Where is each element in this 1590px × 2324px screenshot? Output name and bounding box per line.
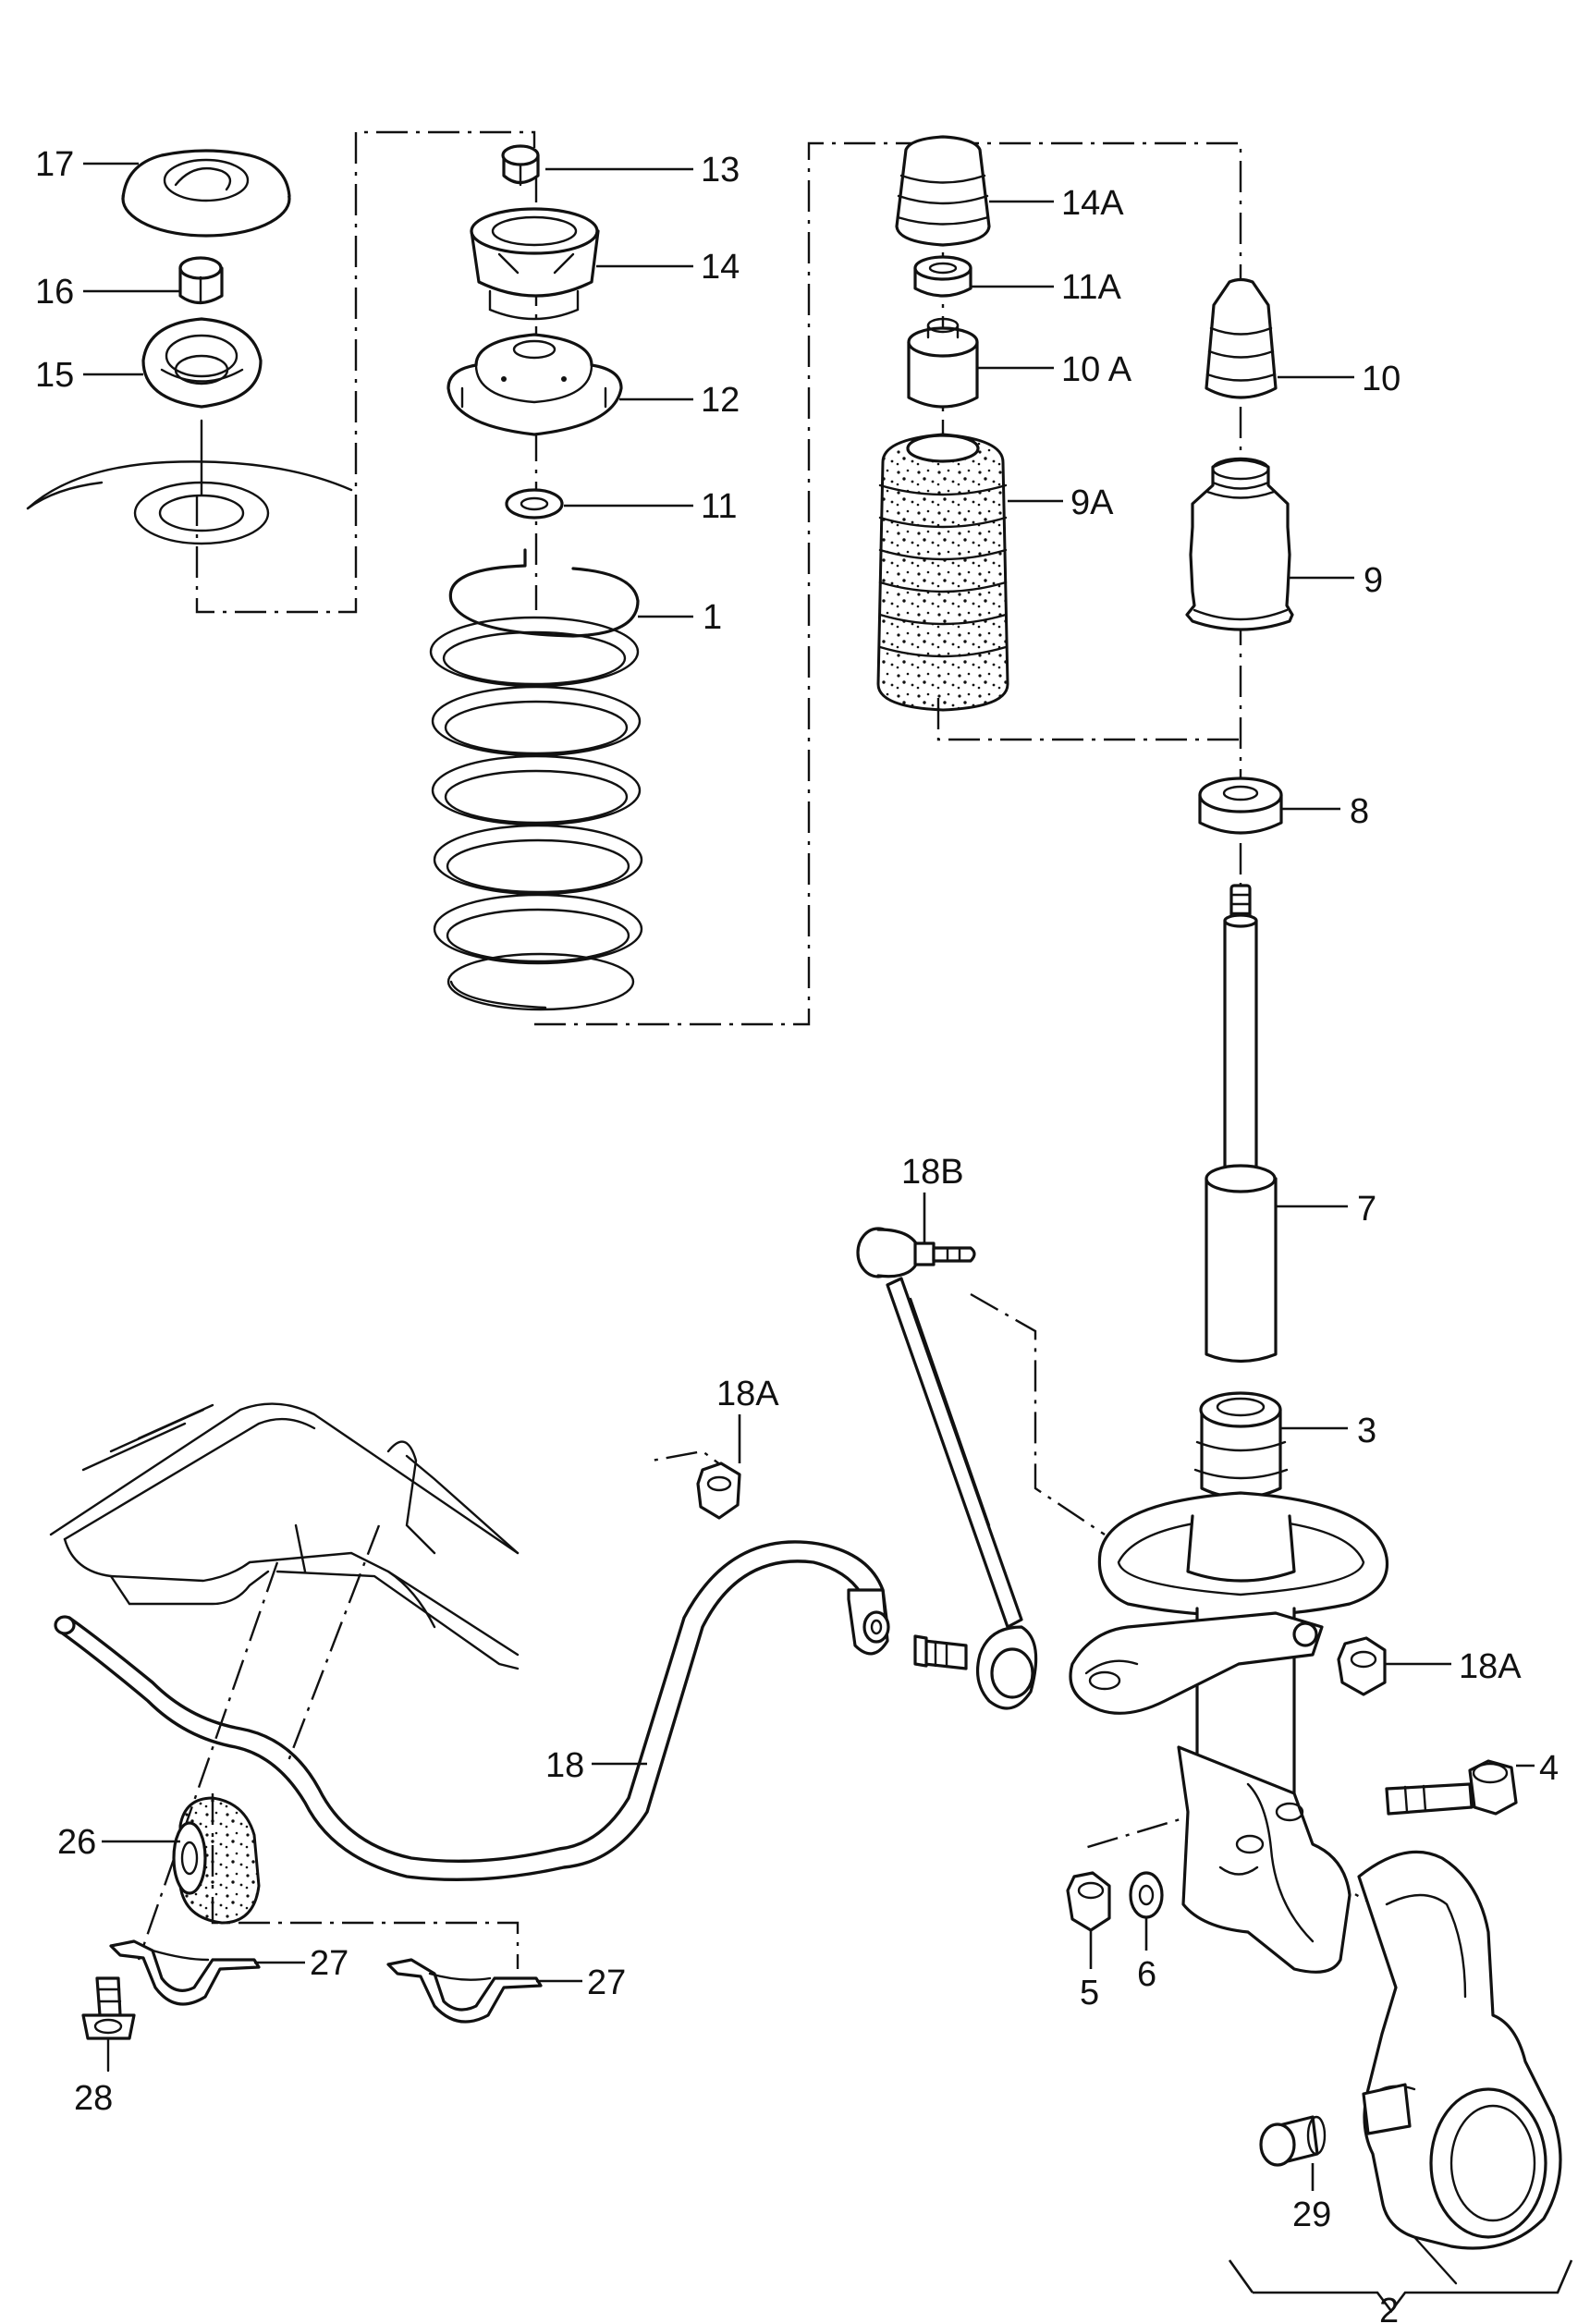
callout-14a: 14A bbox=[1061, 184, 1124, 223]
callout-15: 15 bbox=[35, 356, 74, 395]
callout-13: 13 bbox=[701, 151, 740, 190]
callout-26: 26 bbox=[57, 1823, 96, 1862]
callout-16: 16 bbox=[35, 273, 74, 312]
washer-a bbox=[913, 255, 972, 298]
strut-washer bbox=[1198, 777, 1283, 835]
hex-nut bbox=[1066, 1871, 1111, 1932]
callout-6: 6 bbox=[1137, 1955, 1156, 1994]
callout-29: 29 bbox=[1292, 2196, 1331, 2234]
stabilizer-bar bbox=[54, 1540, 890, 1882]
shock-absorber bbox=[1205, 884, 1278, 1364]
callout-labels: 17 16 15 13 14 12 11 1 14A 11A 10 A 9A 1… bbox=[35, 145, 1559, 2324]
callout-27-left: 27 bbox=[310, 1944, 349, 1983]
stabilizer-link bbox=[856, 1227, 1038, 1710]
bushing-clamp-right bbox=[386, 1958, 543, 2024]
strut-housing bbox=[1069, 1391, 1389, 1974]
protective-boot bbox=[1185, 457, 1294, 631]
callout-10: 10 bbox=[1362, 360, 1400, 398]
cap-plug bbox=[1259, 2115, 1327, 2167]
callout-18a-right: 18A bbox=[1459, 1647, 1522, 1686]
self-locking-nut bbox=[178, 256, 224, 305]
bolt bbox=[1385, 1759, 1518, 1816]
protective-boot-a bbox=[876, 433, 1009, 712]
callout-9: 9 bbox=[1364, 561, 1383, 600]
callout-8: 8 bbox=[1350, 792, 1369, 831]
upper-spring-plate bbox=[446, 333, 623, 436]
callout-18b: 18B bbox=[901, 1153, 964, 1192]
callout-11a: 11A bbox=[1061, 268, 1121, 307]
callout-14: 14 bbox=[701, 248, 740, 287]
mount-bushing bbox=[141, 317, 263, 409]
callout-11: 11 bbox=[701, 487, 737, 526]
callout-9a: 9A bbox=[1070, 483, 1114, 522]
link-nut-lower bbox=[1337, 1636, 1387, 1696]
link-nut-upper bbox=[696, 1462, 741, 1520]
callout-4: 4 bbox=[1539, 1749, 1559, 1788]
leader-lines bbox=[83, 162, 1573, 2314]
coil-spring bbox=[429, 548, 643, 1011]
flat-washer bbox=[1129, 1871, 1164, 1919]
callout-7: 7 bbox=[1357, 1190, 1376, 1229]
callout-17: 17 bbox=[35, 145, 74, 184]
buffer-a bbox=[907, 317, 979, 409]
strut-bearing-cap bbox=[470, 207, 600, 321]
callout-2: 2 bbox=[1379, 2292, 1399, 2324]
callout-18: 18 bbox=[545, 1746, 584, 1785]
mounting-bolt bbox=[81, 1976, 136, 2073]
subframe bbox=[49, 1402, 520, 1670]
body-shock-tower bbox=[26, 419, 353, 545]
rubber-bushing bbox=[172, 1796, 261, 1925]
callout-1: 1 bbox=[703, 598, 722, 637]
callout-28: 28 bbox=[74, 2079, 113, 2118]
buffer bbox=[1205, 277, 1278, 399]
spring-washer bbox=[505, 488, 564, 520]
callout-3: 3 bbox=[1357, 1412, 1376, 1450]
callout-10a: 10 A bbox=[1061, 350, 1132, 389]
callout-5: 5 bbox=[1080, 1974, 1099, 2012]
callout-18a-top: 18A bbox=[716, 1375, 779, 1413]
bump-stop-cap-a bbox=[895, 135, 991, 247]
bushing-clamp-left bbox=[109, 1939, 261, 2006]
wheel-bearing-housing bbox=[1357, 1850, 1562, 2285]
callout-27-right: 27 bbox=[587, 1963, 626, 2002]
bump-stop-clip bbox=[501, 144, 540, 187]
callout-12: 12 bbox=[701, 381, 740, 420]
top-mount-cover bbox=[121, 149, 291, 238]
